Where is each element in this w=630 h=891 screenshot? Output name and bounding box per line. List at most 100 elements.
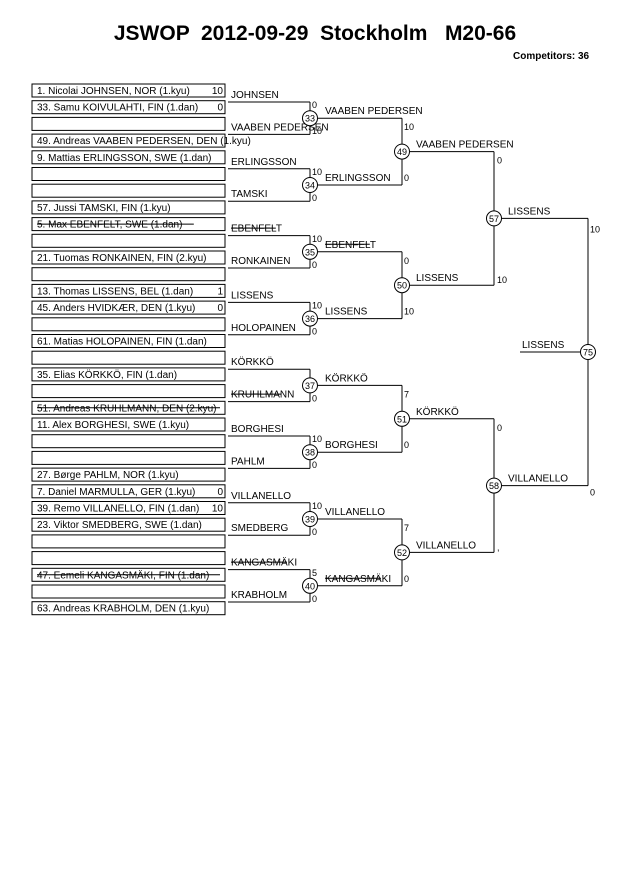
r2-score-bottom: 0 <box>404 440 409 450</box>
entry-box <box>31 450 226 465</box>
match-circle-51 <box>394 410 410 427</box>
r3-name-top: KÖRKKÖ <box>416 406 459 418</box>
r1-name-top: JOHNSEN <box>231 90 279 101</box>
r2-name-top: EBENFELT <box>325 240 376 251</box>
entry-name: 33. Samu KOIVULAHTI, FIN (1.dan) <box>37 103 198 114</box>
entry-box <box>31 167 226 181</box>
entry-score: 0 <box>217 303 223 314</box>
entry-box <box>31 150 226 165</box>
entry-box <box>31 250 226 265</box>
r1-score-bottom: 0 <box>312 260 317 270</box>
entry-name: 63. Andreas KRABHOLM, DEN (1.kyu) <box>37 604 209 615</box>
entry-box <box>31 534 226 549</box>
r2-score-top: 0 <box>404 256 409 266</box>
r3-score-top: 0 <box>497 423 502 433</box>
match-circle-57-number: 57 <box>489 214 499 224</box>
entry-box <box>31 300 226 315</box>
match-circle-35-number: 35 <box>305 247 315 257</box>
entry-name: 9. Mattias ERLINGSSON, SWE (1.dan) <box>37 153 212 164</box>
match-circle-35 <box>302 243 318 260</box>
entry-box <box>31 83 226 98</box>
entry-box <box>31 233 226 248</box>
r2-score-top: 7 <box>404 523 409 533</box>
entry-name: 61. Matias HOLOPAINEN, FIN (1.dan) <box>37 337 207 348</box>
r1-name-top: VILLANELLO <box>231 491 291 502</box>
entry-score: 1 <box>217 286 223 297</box>
competitors-count: Competitors: 36 <box>513 51 590 62</box>
r2-score-bottom: 10 <box>404 307 414 317</box>
match-circle-58 <box>486 477 502 494</box>
match-circle-52 <box>394 544 410 561</box>
match-circle-39-number: 39 <box>305 515 315 525</box>
match-circle-40 <box>302 577 318 594</box>
match-circle-36 <box>302 310 318 327</box>
r2-score-bottom: 0 <box>404 173 409 183</box>
r2-score-top: 10 <box>404 122 414 132</box>
match-circle-34 <box>302 177 318 193</box>
match-circle-49-number: 49 <box>397 147 407 157</box>
entry-name: 11. Alex BORGHESI, SWE (1.kyu) <box>37 420 189 431</box>
r1-name-bottom: RONKAINEN <box>231 256 290 267</box>
entry-name: 13. Thomas LISSENS, BEL (1.dan) <box>37 286 193 297</box>
entry-box <box>31 334 226 348</box>
r1-name-bottom: KRUHLMANN <box>231 390 294 401</box>
r1-name-bottom: SMEDBERG <box>231 523 288 534</box>
r1-name-top: LISSENS <box>231 290 274 301</box>
entry-score: 10 <box>212 504 224 515</box>
r1-name-bottom: VAABEN PEDERSEN <box>231 122 329 133</box>
entry-box <box>31 434 226 449</box>
r2-name-top: VAABEN PEDERSEN <box>325 106 423 117</box>
r3-name-bottom: VILLANELLO <box>416 540 476 551</box>
r3-name-bottom: LISSENS <box>416 273 459 284</box>
entry-box <box>31 267 226 282</box>
entry-box <box>31 467 226 482</box>
entry-name: 5. Max EBENFELT, SWE (1.dan) <box>37 220 182 231</box>
r1-score-bottom: 0 <box>312 594 317 604</box>
entry-box <box>31 116 226 131</box>
r1-name-bottom: HOLOPAINEN <box>231 323 296 334</box>
r1-score-top: 10 <box>312 167 322 177</box>
final-name-top: LISSENS <box>508 206 551 217</box>
r1-score-bottom: 0 <box>312 327 317 337</box>
match-circle-37 <box>302 377 318 394</box>
entry-name: 27. Børge PAHLM, NOR (1.kyu) <box>37 470 179 481</box>
entry-name: 49. Andreas VAABEN PEDERSEN, DEN (1.kyu) <box>37 136 251 147</box>
entry-name: 45. Anders HVIDKÆR, DEN (1.kyu) <box>37 303 195 314</box>
r2-score-bottom: 0 <box>404 574 409 584</box>
r1-score-bottom: 10 <box>312 126 322 136</box>
match-circle-38-number: 38 <box>305 448 315 458</box>
match-circle-52-number: 52 <box>397 548 407 558</box>
r1-score-top: 10 <box>312 501 322 511</box>
entry-name: 35. Elias KÖRKKÖ, FIN (1.dan) <box>37 369 177 381</box>
entry-box <box>31 367 226 382</box>
r1-score-top: 5 <box>312 568 317 578</box>
match-circle-40-number: 40 <box>305 581 315 591</box>
entry-box <box>31 350 226 365</box>
final-name-bottom: VILLANELLO <box>508 474 568 485</box>
entry-box <box>31 283 226 298</box>
r2-name-bottom: LISSENS <box>325 307 368 318</box>
r3-score-bottom: , <box>497 542 500 552</box>
match-circle-50 <box>394 277 410 294</box>
r1-name-top: ERLINGSSON <box>231 157 297 168</box>
r2-score-top: 7 <box>404 389 409 399</box>
r3-name-top: VAABEN PEDERSEN <box>416 140 514 151</box>
entry-box <box>31 551 226 566</box>
entry-name: 1. Nicolai JOHNSEN, NOR (1.kyu) <box>37 86 190 97</box>
r1-name-top: BORGHESI <box>231 424 284 435</box>
entry-score: 10 <box>212 86 224 97</box>
entry-box <box>31 183 226 198</box>
r3-score-bottom: 10 <box>497 275 507 285</box>
match-circle-33 <box>302 110 318 127</box>
r1-name-bottom: PAHLM <box>231 456 265 467</box>
entry-score: 0 <box>217 103 223 114</box>
final-score-top: 10 <box>590 224 600 234</box>
match-circle-38 <box>302 444 318 461</box>
entry-name: 39. Remo VILLANELLO, FIN (1.dan) <box>37 504 199 515</box>
page-title: JSWOP 2012-09-29 Stockholm M20-66 <box>113 22 517 45</box>
entry-box <box>31 417 226 432</box>
match-circle-33-number: 33 <box>305 114 315 124</box>
r1-score-bottom: 0 <box>312 193 317 203</box>
final-score-bottom: 0 <box>590 488 595 498</box>
